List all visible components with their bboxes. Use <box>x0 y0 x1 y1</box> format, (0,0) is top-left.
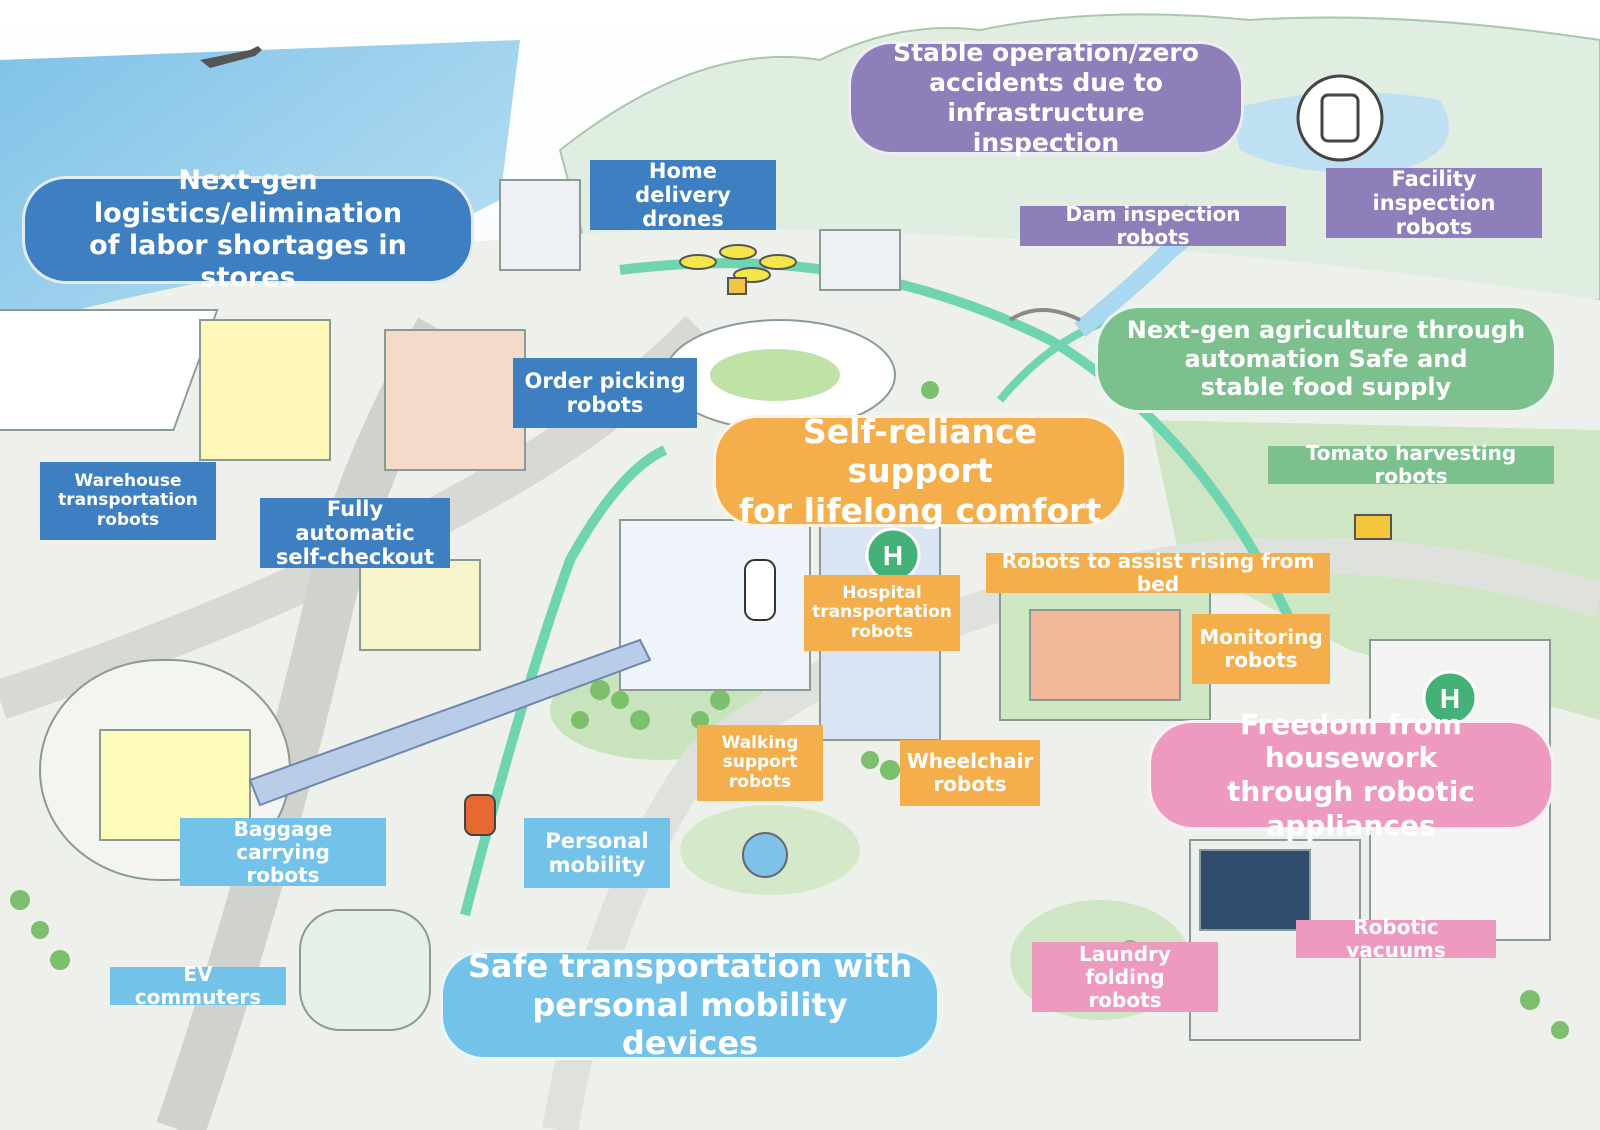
inspection-robot-icon <box>1296 74 1384 162</box>
tag-robotic-vacuums: Robotic vacuums <box>1296 916 1496 962</box>
tag-baggage-carrying-robots: Baggage carrying robots <box>180 817 386 886</box>
theme-housework: Freedom from housework through robotic a… <box>1148 708 1554 842</box>
theme-agriculture: Next-gen agriculture through automation … <box>1095 305 1557 413</box>
tag-hospital-transportation-robots: Hospital transportation robots <box>804 575 960 651</box>
stadium-field <box>710 349 840 401</box>
warehouse-roof <box>0 309 219 431</box>
ev-station <box>299 909 431 1031</box>
laundry-room <box>1199 849 1311 931</box>
tag-facility-inspection-robots: Facility inspection robots <box>1326 167 1542 239</box>
tag-rising-from-bed-robots: Robots to assist rising from bed <box>986 550 1330 596</box>
mobility-path-north <box>619 258 1295 623</box>
skybridge <box>248 638 652 807</box>
airplane-icon <box>200 46 262 68</box>
checkout-store <box>359 559 481 651</box>
tag-laundry-folding-robots: Laundry folding robots <box>1032 942 1218 1012</box>
personal-mobility-icon <box>464 794 496 836</box>
hospital-robot-icon <box>744 559 776 621</box>
tag-personal-mobility: Personal mobility <box>524 818 670 888</box>
tag-ev-commuters: EV commuters <box>110 963 286 1009</box>
trees <box>10 381 1569 1039</box>
theme-infrastructure: Stable operation/zero accidents due to i… <box>848 38 1244 157</box>
theme-self-reliance: Self-reliance support for lifelong comfo… <box>713 412 1127 530</box>
drone-icon <box>679 244 797 295</box>
tag-dam-inspection-robots: Dam inspection robots <box>1020 203 1286 249</box>
tower-building <box>499 179 581 271</box>
tag-monitoring-robots: Monitoring robots <box>1192 614 1330 684</box>
tag-tomato-harvesting-robots: Tomato harvesting robots <box>1268 442 1554 488</box>
warehouse-floor <box>199 319 331 461</box>
tag-self-checkout: Fully automatic self-checkout <box>260 497 450 569</box>
tag-warehouse-transportation-robots: Warehouse transportation robots <box>40 462 216 540</box>
suspension-bridge <box>1008 308 1081 322</box>
theme-transportation: Safe transportation with personal mobili… <box>440 947 940 1062</box>
tag-walking-support-robots: Walking support robots <box>697 725 823 801</box>
tag-home-delivery-drones: Home delivery drones <box>590 159 776 231</box>
tag-wheelchair-robots: Wheelchair robots <box>900 740 1040 806</box>
harvester-icon <box>1354 514 1392 540</box>
tag-order-picking-robots: Order picking robots <box>513 358 697 428</box>
store-building <box>384 329 526 471</box>
fountain-icon <box>742 832 788 878</box>
city-block <box>819 229 901 291</box>
care-room <box>1029 609 1181 701</box>
hospital-tower <box>619 519 811 691</box>
helipad-h-icon: H <box>883 540 903 571</box>
helipad-h-icon: H <box>1440 683 1460 714</box>
theme-logistics: Next-gen logistics/elimination of labor … <box>22 165 474 293</box>
